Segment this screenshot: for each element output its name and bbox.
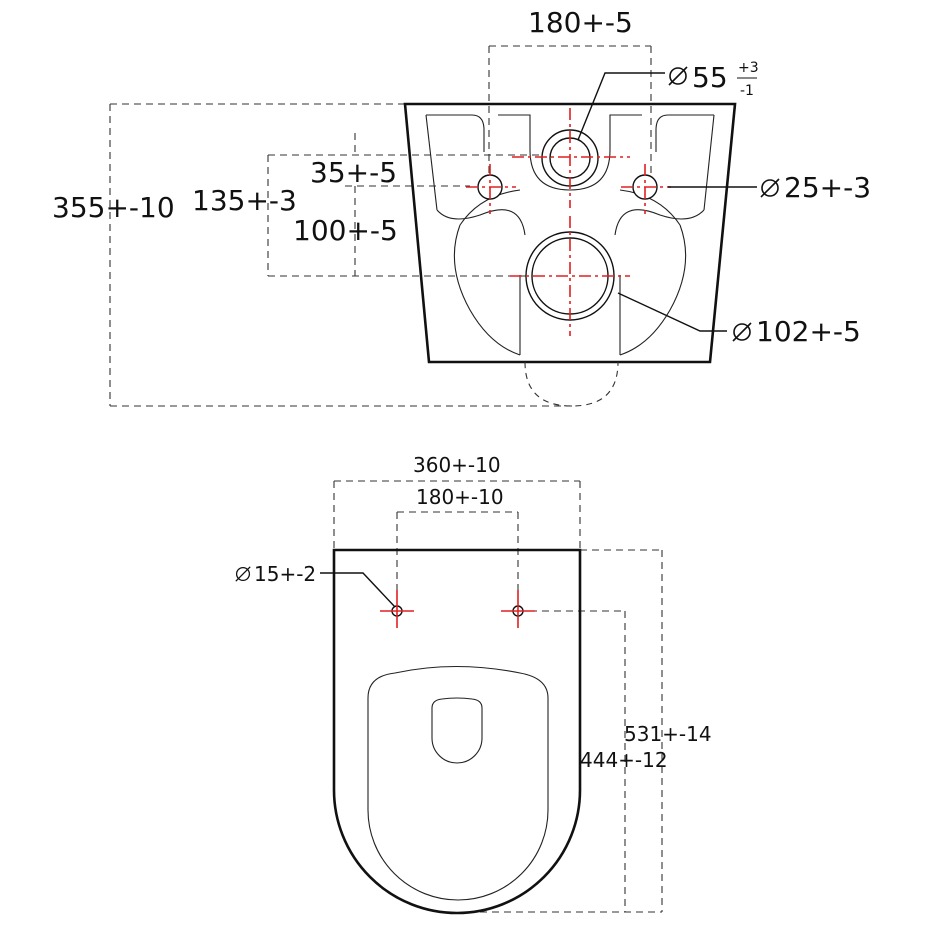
dim-135: 135+-3 bbox=[192, 184, 297, 217]
dim-diam-102: 102+-5 bbox=[756, 315, 861, 348]
top-inner-contours bbox=[425, 114, 715, 407]
diameter-icon bbox=[668, 66, 688, 86]
dim-444: 444+-12 bbox=[580, 748, 668, 772]
top-dimension-lines bbox=[109, 45, 652, 407]
diameter-icon bbox=[760, 178, 780, 198]
dim-diam-55-tol-minus: -1 bbox=[740, 83, 754, 99]
bottom-leader bbox=[320, 572, 396, 608]
seat-outline bbox=[367, 665, 549, 901]
dim-180-bottom: 180+-10 bbox=[416, 485, 504, 509]
bottom-centerlines bbox=[380, 590, 535, 628]
dim-180-top: 180+-5 bbox=[528, 6, 633, 39]
dim-diam-25: 25+-3 bbox=[784, 171, 871, 204]
dim-35: 35+-5 bbox=[310, 156, 397, 189]
dim-360: 360+-10 bbox=[413, 453, 501, 477]
diameter-icon bbox=[235, 566, 251, 582]
bottom-body-outline bbox=[332, 548, 582, 915]
diameter-icon bbox=[732, 322, 752, 342]
dim-100: 100+-5 bbox=[293, 214, 398, 247]
dim-355: 355+-10 bbox=[52, 191, 175, 224]
top-leaders bbox=[577, 72, 757, 332]
bottom-view: 360+-10 180+-10 15+-2 531+-14 444+-12 bbox=[235, 453, 712, 915]
top-centerlines bbox=[466, 108, 671, 336]
dim-diam-55-tol-plus: +3 bbox=[738, 60, 759, 76]
dim-diam-55: 55 bbox=[692, 61, 728, 94]
bowl-opening bbox=[431, 697, 483, 764]
top-holes bbox=[477, 129, 658, 321]
top-body-outline bbox=[403, 102, 737, 364]
dim-diam-15: 15+-2 bbox=[254, 562, 316, 586]
top-view: 180+-5 55 +3 -1 355+-10 135+-3 35+-5 100… bbox=[52, 6, 871, 407]
dim-531: 531+-14 bbox=[624, 722, 712, 746]
bottom-dimension-lines bbox=[333, 480, 663, 913]
